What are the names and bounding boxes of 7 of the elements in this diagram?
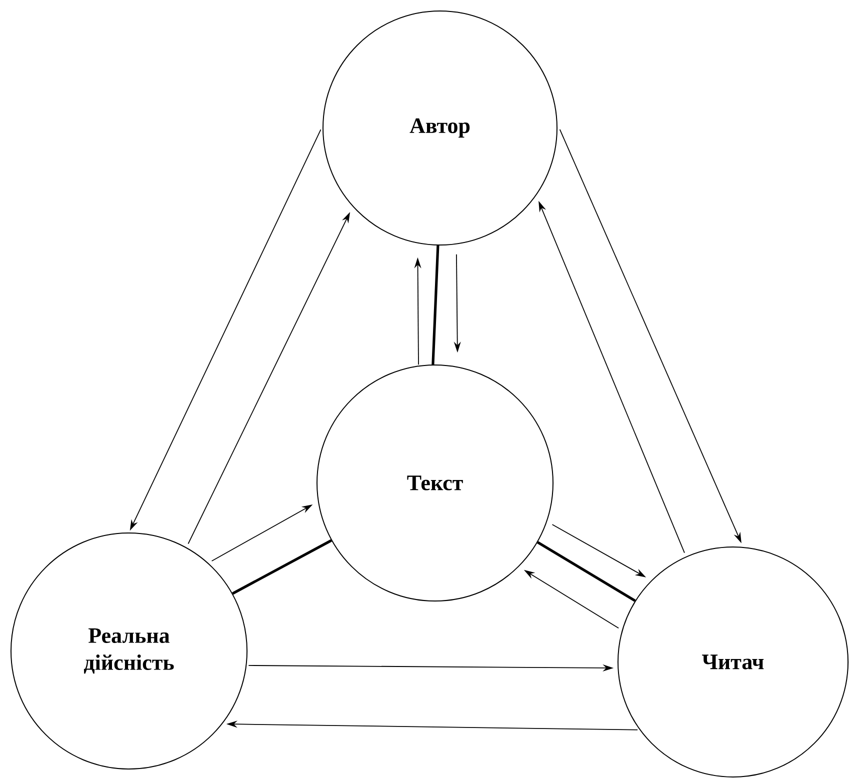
circle-node: Читач [618, 546, 848, 778]
circle-node: Реальна дійсність [10, 532, 248, 770]
connector-line [232, 539, 332, 595]
circle-node: Автор [322, 10, 558, 246]
connector-line [536, 541, 636, 602]
circle-node: Текст [316, 364, 554, 602]
connector-line [432, 245, 440, 365]
